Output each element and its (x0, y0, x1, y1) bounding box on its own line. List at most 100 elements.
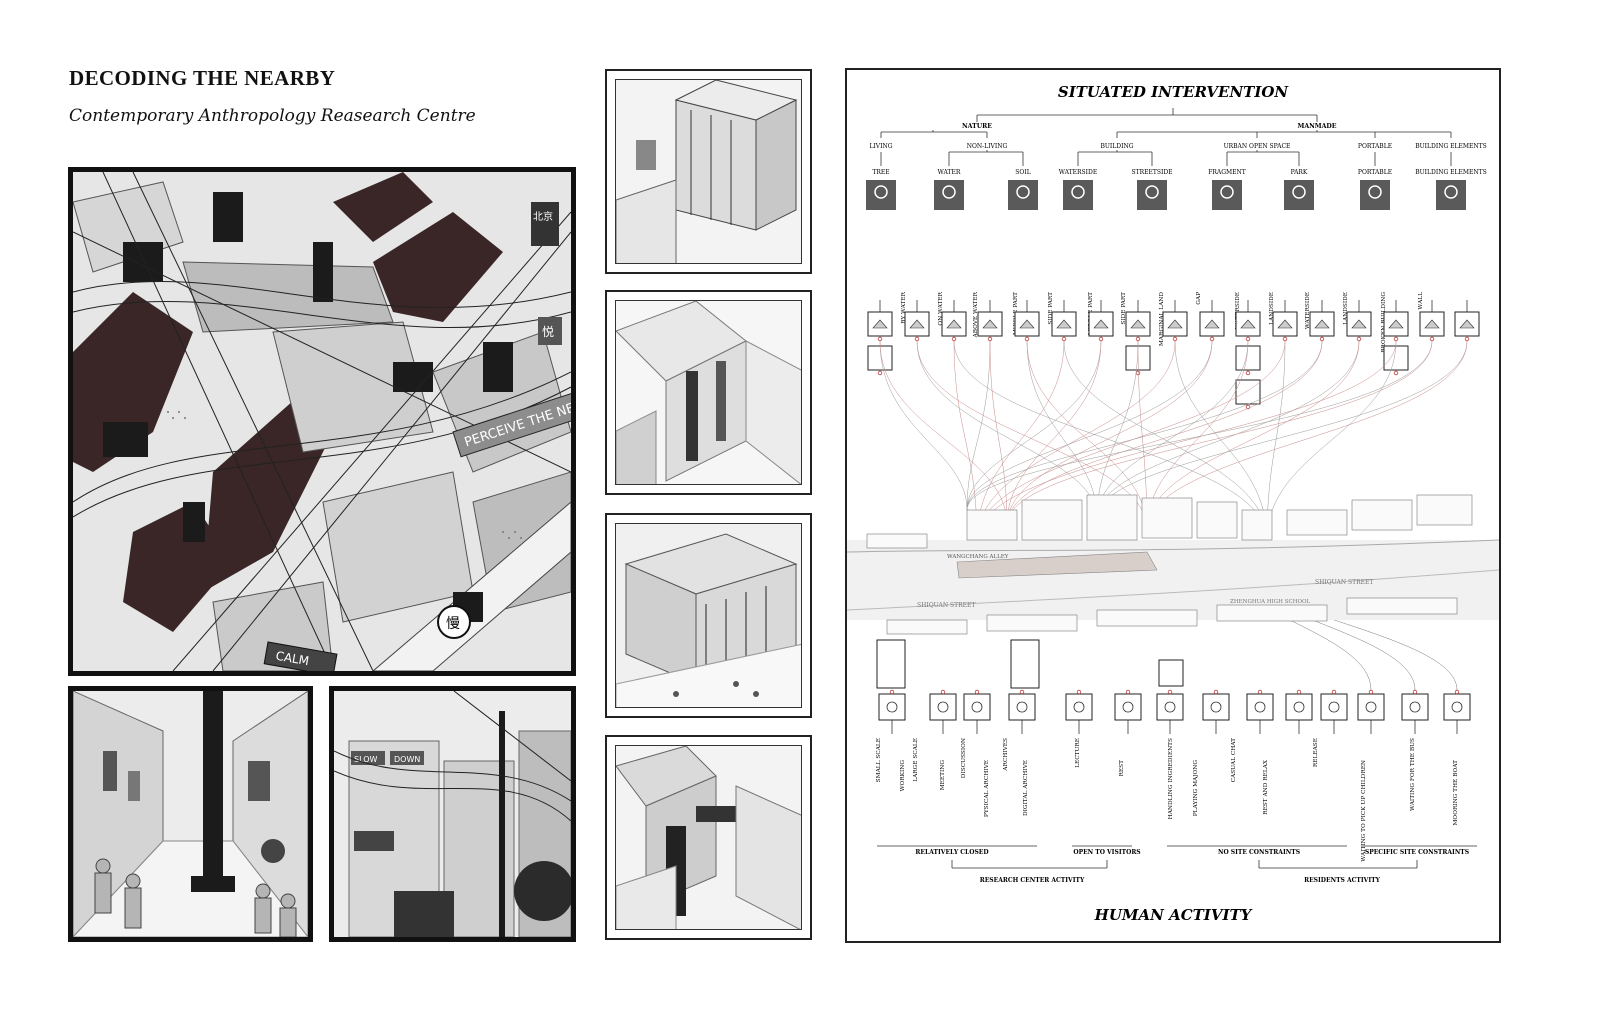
axon-drawing-1 (616, 80, 801, 263)
activity-icon-node-0 (889, 689, 895, 695)
site-icon-glyph-8 (1167, 319, 1183, 329)
axon-drawing-2 (616, 301, 801, 484)
category-icon-glyph-3 (1071, 185, 1085, 199)
activity-icon-7 (1202, 693, 1230, 721)
activity-icon-0 (878, 693, 906, 721)
activity-icon-node-8 (1257, 689, 1263, 695)
activity-icon-glyph-13 (1451, 701, 1463, 713)
site-icon-1 (904, 311, 930, 337)
page-title: DECODING THE NEARBY (69, 66, 336, 90)
activity-label-13: REST AND RELAX (1263, 759, 1269, 815)
activity-icon-node-10 (1331, 689, 1337, 695)
activity-icon-glyph-9 (1293, 701, 1305, 713)
street-view-2: SLOW DOWN (334, 691, 571, 937)
activity-label-4: DISCUSSION (961, 738, 967, 778)
site-icon-node-5 (1061, 336, 1067, 342)
sign-down: DOWN (394, 755, 420, 764)
activity-icon-glyph-7 (1210, 701, 1222, 713)
category-icon-4 (1137, 180, 1167, 210)
street-view-1 (73, 691, 308, 937)
site-icon-node-16 (1464, 336, 1470, 342)
category-icon-glyph-7 (1368, 185, 1382, 199)
page-subtitle: Contemporary Anthropology Reasearch Cent… (69, 106, 476, 126)
activity-icon-glyph-6 (1164, 701, 1176, 713)
activity-label-2: LARGE SCALE (913, 738, 919, 782)
site-icon-glyph-10 (1240, 319, 1256, 329)
activity-label-0: SMALL SCALE (876, 738, 882, 782)
sign-beijing: 北京 (533, 210, 553, 223)
connection-curve-15-1 (1006, 340, 1433, 526)
category-icon-2 (1008, 180, 1038, 210)
level1-label-0: NATURE (962, 123, 992, 130)
activity-label-5: PYSICAL ARCHIVE (984, 760, 990, 817)
site-icon-node-0 (877, 336, 883, 342)
connection-curve-12-0 (966, 340, 1323, 511)
activity-icon-3 (1008, 693, 1036, 721)
activity-label-3: MEETING (940, 760, 946, 791)
activity-icon-node-9 (1296, 689, 1302, 695)
activity-label-9: REST (1119, 760, 1125, 777)
activity-icon-9 (1285, 693, 1313, 721)
diagram-top-title: SITUATED INTERVENTION (1058, 83, 1290, 101)
activity-icon-glyph-0 (886, 701, 898, 713)
sub-label-1: ON WATER (938, 291, 944, 325)
connection-curve-8-1 (976, 340, 1176, 541)
sign-yue: 悦 (542, 325, 554, 339)
diagram-panel: SITUATED INTERVENTION HUMAN ACTIVITY NAT… (845, 68, 1501, 943)
map-label-shiquan-1: SHIQUAN STREET (917, 602, 975, 609)
site-icon-node-15 (1429, 336, 1435, 342)
axon-panel-3 (605, 513, 812, 718)
level3-label-4: STREETSIDE (1131, 169, 1172, 176)
connection-curve-4-1 (1026, 340, 1148, 531)
activity-icon-glyph-2 (971, 701, 983, 713)
category-icon-glyph-2 (1016, 185, 1030, 199)
site-icon-node-9 (1209, 336, 1215, 342)
connection-curve-4-0 (1026, 340, 1098, 519)
site-icon-node-10 (1245, 336, 1251, 342)
street-view-frame-2: SLOW DOWN (329, 686, 576, 942)
level3-label-7: PORTABLE (1358, 169, 1392, 176)
level2-label-0: LIVING (869, 143, 892, 150)
site-icon-glyph-6 (1093, 319, 1109, 329)
sub-label-0: BY WATER (901, 291, 907, 323)
site-icon-node-12 (1319, 336, 1325, 342)
activity-icon-node-11 (1368, 689, 1374, 695)
site-icon-glyph-11 (1277, 319, 1293, 329)
activity-icon-11 (1357, 693, 1385, 721)
activity-icon-node-3 (1019, 689, 1025, 695)
activity-icon-5 (1114, 693, 1142, 721)
category-icon-1 (934, 180, 964, 210)
activity-icon-6 (1156, 693, 1184, 721)
site-icon-node-13 (1356, 336, 1362, 342)
category-icon-7 (1360, 180, 1390, 210)
activity-label-15: WAITING TO PICK UP CHILDREN (1361, 760, 1367, 862)
site-icon-extra-node-2 (1245, 370, 1251, 376)
level2-label-5: BUILDING ELEMENTS (1415, 143, 1487, 150)
connection-curve-10-0 (1096, 340, 1249, 519)
activity-icon-13 (1443, 693, 1471, 721)
activity-icon-node-2 (974, 689, 980, 695)
category-icon-0 (866, 180, 896, 210)
map-label-shiquan-2: SHIQUAN STREET (1315, 579, 1373, 586)
activity-icon-10 (1320, 693, 1348, 721)
connection-curve-9-0 (966, 340, 1213, 511)
site-icon-extra-0 (867, 345, 893, 371)
site-icon-extra-3 (1383, 345, 1409, 371)
level3-label-0: TREE (872, 169, 889, 176)
group-label-1: OPEN TO VISITORS (1073, 849, 1140, 856)
group2-label-1: RESIDENTS ACTIVITY (1304, 877, 1380, 884)
activity-icon-12 (1401, 693, 1429, 721)
site-icon-extra-2 (1235, 345, 1261, 371)
site-icon-node-1 (914, 336, 920, 342)
activity-icon-node-7 (1213, 689, 1219, 695)
site-icon-14 (1383, 311, 1409, 337)
connection-curve-5-1 (976, 340, 1065, 541)
sub-label-2: ABOVE WATER (973, 291, 979, 338)
activity-icon-node-13 (1454, 689, 1460, 695)
sub-label-9: WATERSIDE (1235, 292, 1241, 329)
connection-curve-9-1 (1006, 340, 1213, 526)
map-label-wangchang: WANGCHANG ALLEY (947, 554, 1009, 560)
activity-icon-node-6 (1167, 689, 1173, 695)
connection-curve-6-1 (1006, 340, 1102, 526)
activity-icon-glyph-10 (1328, 701, 1340, 713)
